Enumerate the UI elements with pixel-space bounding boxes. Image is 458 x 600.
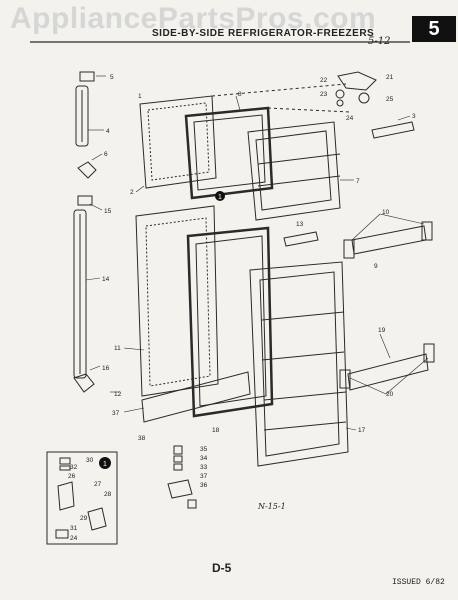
inset-marker-door <box>215 191 225 201</box>
callout-7: 7 <box>356 178 360 185</box>
callout-25: 25 <box>386 96 394 103</box>
callout-24-inset: 24 <box>70 535 78 542</box>
callout-1: 1 <box>138 93 142 100</box>
callout-35: 35 <box>200 446 208 453</box>
callout-11: 11 <box>114 345 121 352</box>
hinge-bracket-15 <box>77 195 93 206</box>
fresh-food-door-outer <box>135 205 219 397</box>
callout-4: 4 <box>106 128 110 135</box>
callout-3: 3 <box>412 113 416 120</box>
callout-21: 21 <box>386 74 394 81</box>
diagram-title: SIDE-BY-SIDE REFRIGERATOR-FREEZERS <box>152 28 375 39</box>
callout-38: 38 <box>138 435 146 442</box>
door-shelf-19 <box>347 353 429 391</box>
callout-13: 13 <box>296 221 304 228</box>
callout-26: 26 <box>68 473 76 480</box>
bushing-23 <box>335 89 345 99</box>
callout-31: 31 <box>70 525 78 532</box>
fresh-food-door-liner <box>249 261 349 467</box>
cam-35 <box>173 445 183 455</box>
callout-14: 14 <box>102 276 110 283</box>
callout-37-hinge: 37 <box>200 473 208 480</box>
callout-37-door: 37 <box>112 410 120 417</box>
callout-5: 5 <box>110 74 114 81</box>
callout-17: 17 <box>358 427 366 434</box>
callout-9: 9 <box>374 263 378 270</box>
door-shelf-9 <box>351 225 427 255</box>
callout-15: 15 <box>104 208 112 215</box>
hinge-bracket-5 <box>79 71 95 82</box>
bottom-hinge-36 <box>167 479 193 499</box>
callout-12: 12 <box>114 391 122 398</box>
issued-date: ISSUED 6/82 <box>392 578 445 587</box>
freezer-door-liner <box>247 121 341 221</box>
callout-6: 6 <box>104 151 108 158</box>
washer-24 <box>336 99 344 107</box>
callout-16: 16 <box>102 365 110 372</box>
inset-marker-door-label: 1 <box>218 194 222 201</box>
shelf-end-cap-right <box>421 221 433 241</box>
inset-marker-box-label: 1 <box>103 461 107 468</box>
page-number-badge: 5 <box>412 16 456 42</box>
inset-bracket-27 <box>57 481 75 511</box>
inset-marker-box <box>99 457 111 469</box>
inset-detail-box <box>46 451 118 545</box>
callout-18: 18 <box>212 427 220 434</box>
callout-28: 28 <box>104 491 112 498</box>
lower-hinge-strip <box>73 209 87 379</box>
freezer-door-outer <box>139 95 217 189</box>
callout-2: 2 <box>130 189 134 196</box>
spacer-34 <box>173 455 183 463</box>
shelf-end-cap-lower-left <box>339 369 351 389</box>
callout-24: 24 <box>346 115 354 122</box>
handle-bar-3 <box>371 121 415 139</box>
trim-piece-13 <box>283 231 319 247</box>
shelf-end-cap-left <box>343 239 355 259</box>
callout-23: 23 <box>320 91 328 98</box>
callout-22: 22 <box>320 77 328 84</box>
bolt-36 <box>187 499 197 509</box>
inset-bracket-28 <box>87 507 107 531</box>
callout-34: 34 <box>200 455 208 462</box>
callout-33: 33 <box>200 464 208 471</box>
fresh-food-door-gasket <box>186 226 274 418</box>
bottom-trim-37 <box>141 371 251 423</box>
callout-20: 20 <box>386 391 394 398</box>
callout-10: 10 <box>382 209 390 216</box>
watermark: AppliancePartsPros.com <box>10 2 377 35</box>
page-code: D-5 <box>212 561 232 575</box>
hinge-pin-25 <box>358 92 370 104</box>
callout-27: 27 <box>94 481 102 488</box>
top-hinge-21 <box>337 71 377 91</box>
upper-hinge-strip <box>75 85 89 147</box>
callout-29: 29 <box>80 515 88 522</box>
callout-32: 32 <box>70 464 78 471</box>
hinge-bracket-16 <box>73 373 95 393</box>
callout-30: 30 <box>86 457 94 464</box>
freezer-door-gasket <box>184 106 274 200</box>
callout-8: 8 <box>238 91 242 98</box>
shelf-end-cap-lower-right <box>423 343 435 363</box>
callout-36: 36 <box>200 482 208 489</box>
handwritten-note: N-15-1 <box>258 502 286 511</box>
callout-19: 19 <box>378 327 386 334</box>
washer-33 <box>173 463 183 471</box>
hinge-bracket-6 <box>77 161 97 179</box>
